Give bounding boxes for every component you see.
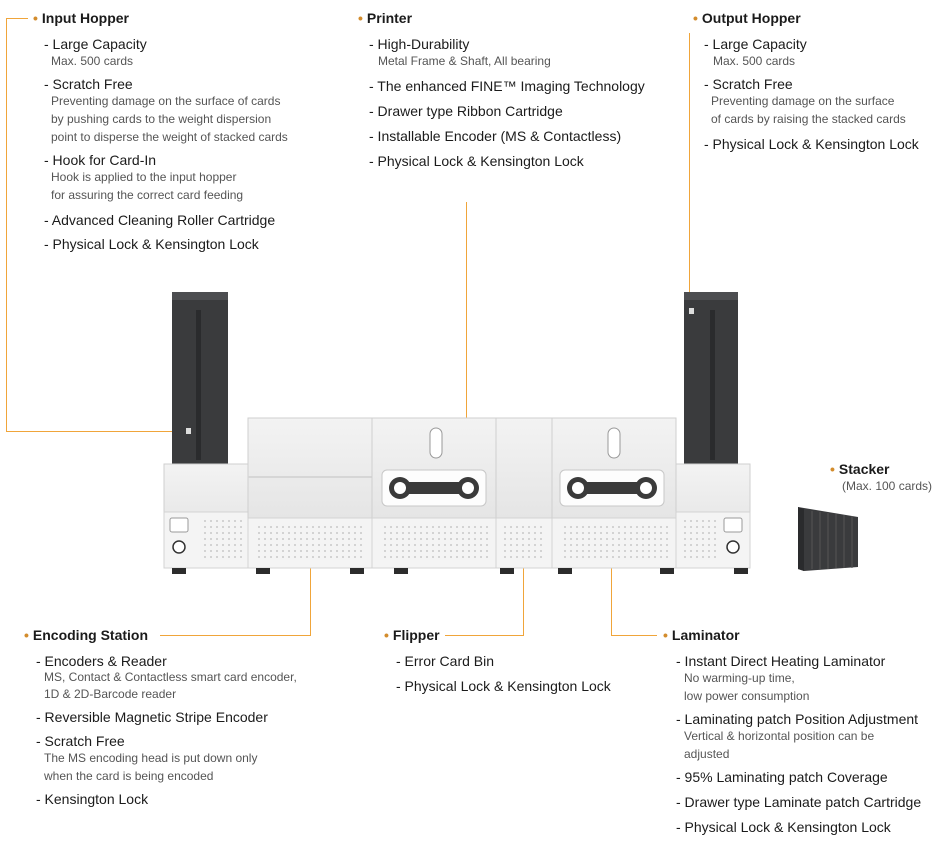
laminator-item-1: - Instant Direct Heating Laminator — [676, 653, 886, 669]
input-desc-3: Hook is applied to the input hopper for … — [51, 170, 244, 202]
leader-line-encoding-h — [160, 635, 311, 636]
output-hopper-title: •Output Hopper — [693, 10, 801, 26]
encoding-station-title: •Encoding Station — [24, 627, 149, 643]
output-desc-1: Max. 500 cards — [713, 54, 796, 68]
leader-line-laminator-h — [611, 635, 657, 636]
printer-title: •Printer — [358, 10, 413, 26]
flipper-item-2: - Physical Lock & Kensington Lock — [396, 678, 611, 694]
output-desc-2: Preventing damage on the surface of card… — [711, 94, 906, 126]
stacker-section: •Stacker (Max. 100 cards) — [830, 461, 932, 495]
leader-line-input-v — [6, 18, 7, 431]
encoding-item-4: - Kensington Lock — [36, 791, 149, 807]
input-item-5: - Physical Lock & Kensington Lock — [44, 236, 259, 252]
encoding-desc-3: The MS encoding head is put down only wh… — [44, 751, 258, 783]
encoding-item-3: - Scratch Free — [36, 733, 125, 749]
laminator-desc-2: Vertical & horizontal position can be ad… — [684, 729, 875, 761]
stacker-title: •Stacker — [830, 461, 890, 477]
printer-desc-1: Metal Frame & Shaft, All bearing — [378, 54, 551, 68]
printer-item-1: - High-Durability — [369, 36, 470, 52]
input-item-3: - Hook for Card-In — [44, 152, 157, 168]
printer-module — [371, 417, 497, 569]
output-item-2: - Scratch Free — [704, 76, 793, 92]
laminator-title: •Laminator — [663, 627, 740, 643]
leader-line-output — [689, 33, 690, 311]
machine-feet — [172, 568, 748, 574]
leader-line-flipper-v — [523, 548, 524, 635]
flipper-section: •Flipper - Error Card Bin - Physical Loc… — [384, 627, 611, 694]
output-item-3: - Physical Lock & Kensington Lock — [704, 136, 919, 152]
input-hopper-tower — [172, 292, 228, 468]
input-hopper-section: •Input Hopper - Large Capacity Max. 500 … — [33, 10, 288, 252]
input-desc-1: Max. 500 cards — [51, 54, 134, 68]
encoding-desc-1: MS, Contact & Contactless smart card enc… — [44, 670, 297, 701]
encoding-station-module — [247, 417, 373, 569]
leader-line-flipper-h — [445, 635, 524, 636]
printer-item-5: - Physical Lock & Kensington Lock — [369, 153, 584, 169]
input-desc-2: Preventing damage on the surface of card… — [51, 94, 288, 144]
laminator-item-2: - Laminating patch Position Adjustment — [676, 711, 919, 727]
encoding-item-1: - Encoders & Reader — [36, 653, 167, 669]
printer-item-4: - Installable Encoder (MS & Contactless) — [369, 128, 622, 144]
laminator-desc-1: No warming-up time, low power consumptio… — [684, 671, 810, 703]
input-item-4: - Advanced Cleaning Roller Cartridge — [44, 212, 276, 228]
laminator-item-4: - Drawer type Laminate patch Cartridge — [676, 794, 922, 810]
leader-line-encoding-v — [310, 548, 311, 635]
stacker-illustration — [798, 507, 858, 571]
encoding-station-section: •Encoding Station - Encoders & Reader MS… — [24, 627, 297, 807]
output-item-1: - Large Capacity — [704, 36, 807, 52]
printer-item-2: - The enhanced FINE™ Imaging Technology — [369, 78, 645, 94]
output-module — [675, 463, 751, 569]
laminator-section: •Laminator - Instant Direct Heating Lami… — [663, 627, 921, 835]
flipper-item-1: - Error Card Bin — [396, 653, 495, 669]
input-item-2: - Scratch Free — [44, 76, 133, 92]
leader-line-laminator-v — [611, 548, 612, 635]
printer-item-3: - Drawer type Ribbon Cartridge — [369, 103, 563, 119]
leader-line-printer — [466, 202, 467, 435]
output-hopper-section: •Output Hopper - Large Capacity Max. 500… — [693, 10, 919, 152]
flipper-title: •Flipper — [384, 627, 440, 643]
encoding-item-2: - Reversible Magnetic Stripe Encoder — [36, 709, 268, 725]
laminator-module — [551, 417, 677, 569]
laminator-item-5: - Physical Lock & Kensington Lock — [676, 819, 891, 835]
input-item-1: - Large Capacity — [44, 36, 147, 52]
printer-section: •Printer - High-Durability Metal Frame &… — [358, 10, 645, 169]
leader-line-input-h — [6, 431, 188, 432]
stacker-desc: (Max. 100 cards) — [842, 479, 933, 493]
output-hopper-tower — [684, 292, 738, 468]
printer-system-illustration — [163, 292, 751, 574]
input-module — [163, 463, 249, 569]
input-hopper-title: •Input Hopper — [33, 10, 130, 26]
leader-line-input-top — [6, 18, 28, 19]
laminator-item-3: - 95% Laminating patch Coverage — [676, 769, 888, 785]
flipper-module — [495, 417, 553, 569]
